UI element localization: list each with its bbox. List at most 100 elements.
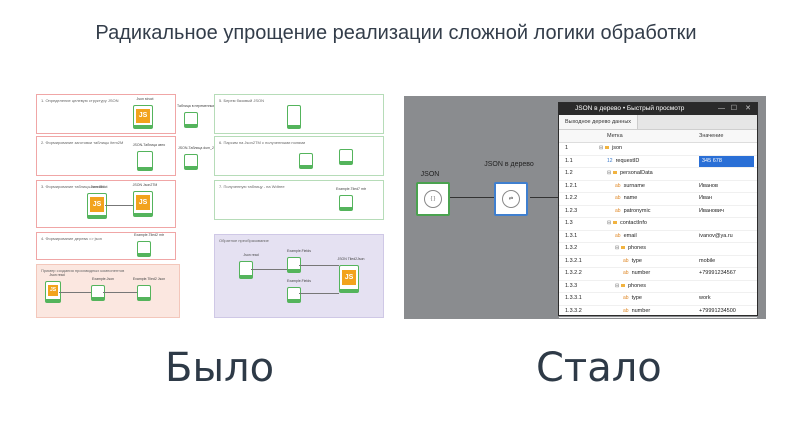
json-node-label: JSON	[420, 171, 440, 178]
after-label: Стало	[536, 345, 662, 391]
row-value: mobile	[699, 257, 716, 264]
collapse-icon[interactable]: ⊟	[615, 282, 620, 289]
close-icon[interactable]: ✕	[745, 105, 751, 112]
group-caption: Обратное преобразование	[219, 238, 269, 243]
row-number: 1.3	[565, 220, 573, 226]
workflow-group-box: 4. Формирование дерева => json Example.T…	[36, 232, 176, 260]
collapse-icon[interactable]: ⊟	[607, 170, 612, 176]
tree-row[interactable]: 1.3 ⊟contactInfo	[559, 218, 757, 231]
folder-icon	[613, 221, 617, 225]
collapse-icon[interactable]: ⊟	[607, 220, 612, 226]
row-number: 1.3.2.2	[565, 270, 582, 276]
json-node-icon: { }	[424, 190, 442, 208]
table-vars-node[interactable]: Таблица в переменные	[177, 104, 215, 128]
window-title: JSON в дерево • Быстрый просмотр	[575, 105, 685, 112]
row-number: 1	[565, 145, 569, 151]
group-caption: 5. Берем базовый JSON	[219, 98, 265, 103]
tree-row[interactable]: 1 ⊟json	[559, 143, 757, 156]
example-node[interactable]: Example.Tiled2 mtr	[134, 233, 164, 257]
js-icon: JS	[48, 285, 58, 296]
tree-row[interactable]: 1.3.3⊟phones	[559, 281, 757, 293]
row-number: 1.2	[565, 170, 573, 176]
row-value: +79991234500	[699, 307, 736, 314]
connection-wire	[530, 197, 558, 198]
row-value: Иван	[699, 195, 712, 201]
row-key: ⊟personalData	[607, 168, 653, 180]
example-node[interactable]: Example.Fields	[287, 279, 311, 303]
workflow-group-box: 7. Полученную таблицу - на Wdtree Exampl…	[214, 180, 384, 220]
json-node[interactable]	[339, 149, 353, 165]
folder-icon	[613, 171, 617, 175]
js-icon: JS	[136, 109, 150, 123]
minimize-icon[interactable]: —	[718, 105, 725, 112]
js-node[interactable]: JSON Tiled2Json JS	[337, 257, 365, 293]
js-icon: JS	[136, 195, 150, 210]
json-node[interactable]: { }	[416, 182, 450, 216]
js-icon: JS	[90, 197, 104, 212]
text-type-icon: ab	[615, 207, 621, 214]
maximize-icon[interactable]: ☐	[730, 105, 737, 112]
text-type-icon: ab	[623, 270, 629, 276]
workflow-group-box: 3. Формирование таблицы item2M Json stru…	[36, 180, 176, 228]
json-read-node[interactable]	[287, 105, 301, 129]
workflow-group-box: 2. Формирование заготовки таблицы item2M…	[36, 136, 176, 176]
js-node[interactable]: Json struct JS	[133, 97, 153, 129]
workflow-group-box: Пример создания производных компонентов …	[36, 264, 180, 318]
example-node[interactable]	[299, 153, 313, 169]
js-node[interactable]: Json read JS	[45, 273, 65, 303]
tree-row[interactable]: 1.3.2 ⊟phones	[559, 243, 757, 256]
group-caption: 1. Определение целевую структуру JSON	[41, 98, 119, 103]
text-type-icon: ab	[623, 295, 629, 301]
workflow-group-box: 6. Парсим на Json2TM с полученными полям…	[214, 136, 384, 176]
row-number: 1.3.3.1	[565, 295, 582, 301]
row-number: 1.3.1	[565, 232, 578, 239]
number-type-icon: 12	[607, 157, 613, 164]
table-node[interactable]: JSON-Таблица авто	[133, 143, 165, 171]
row-key: ⊟json	[599, 143, 622, 155]
js-node[interactable]: Json struct JS	[87, 185, 107, 219]
quick-view-window: JSON в дерево • Быстрый просмотр — ☐ ✕ В…	[558, 102, 758, 318]
group-caption: 3. Формирование таблицы item2M	[41, 184, 105, 189]
tab-output-tree[interactable]: Выходное дерево данных	[559, 115, 639, 129]
text-type-icon: ab	[615, 232, 621, 239]
row-number: 1.3.3.2	[565, 307, 582, 314]
column-value-header[interactable]: Значение	[699, 133, 724, 139]
text-type-icon: ab	[623, 307, 629, 314]
row-number: 1.3.2	[565, 245, 578, 251]
column-key-header[interactable]: Метка	[607, 133, 623, 139]
example-node[interactable]: Example.Fields	[287, 249, 311, 273]
row-key: ⊟contactInfo	[607, 218, 647, 230]
example-node[interactable]: Example.Tiled7 mtr	[336, 187, 366, 211]
workflow-group-box: 1. Определение целевую структуру JSON Js…	[36, 94, 176, 134]
js-node[interactable]: JSON Json2TM JS	[133, 183, 157, 217]
row-key: ⊟phones	[615, 243, 646, 255]
window-titlebar: JSON в дерево • Быстрый просмотр — ☐ ✕	[559, 103, 757, 115]
row-value: Иванов	[699, 182, 718, 189]
collapse-icon[interactable]: ⊟	[615, 245, 620, 251]
row-number: 1.2.1	[565, 182, 578, 189]
collapse-icon[interactable]: ⊟	[599, 145, 604, 151]
example-node[interactable]: Example.Tiled2 Json	[133, 277, 165, 301]
json-read-node[interactable]: Json read	[239, 253, 259, 279]
row-number: 1.2.3	[565, 207, 578, 214]
workflow-group-box: 5. Берем базовый JSON	[214, 94, 384, 134]
after-workflow-canvas: JSON { } JSON в дерево ⇄ JSON в дерево •…	[404, 96, 766, 319]
tree-row[interactable]: 1.2 ⊟personalData	[559, 168, 757, 181]
example-node[interactable]: Example.Json	[91, 277, 114, 301]
json-to-tree-node[interactable]: ⇄	[494, 182, 528, 216]
table-node[interactable]: JSON-Таблица dum_2	[178, 146, 214, 170]
